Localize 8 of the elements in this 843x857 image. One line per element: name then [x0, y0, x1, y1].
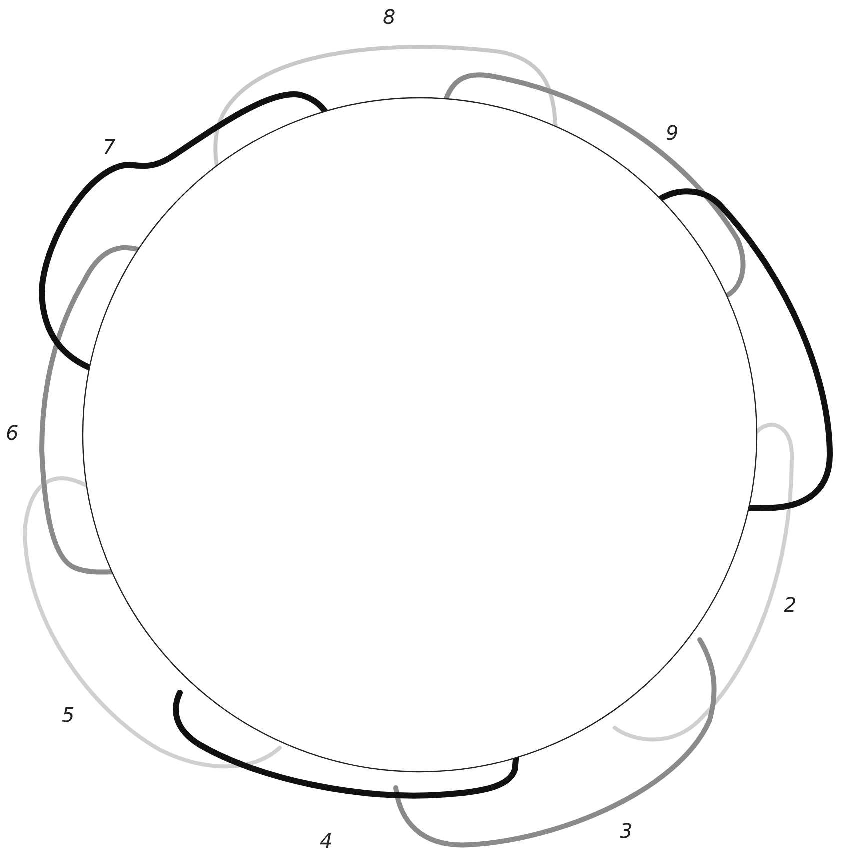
coil-number: 5 [62, 704, 75, 726]
coil-number: 4 [320, 830, 333, 852]
coil-number: 8 [383, 6, 396, 28]
coil-number: 6 [6, 422, 19, 444]
coil-number: 9 [666, 122, 679, 144]
coil-number: 2 [784, 594, 797, 616]
coil-number: 7 [103, 136, 116, 158]
coil-number: 3 [620, 820, 633, 842]
